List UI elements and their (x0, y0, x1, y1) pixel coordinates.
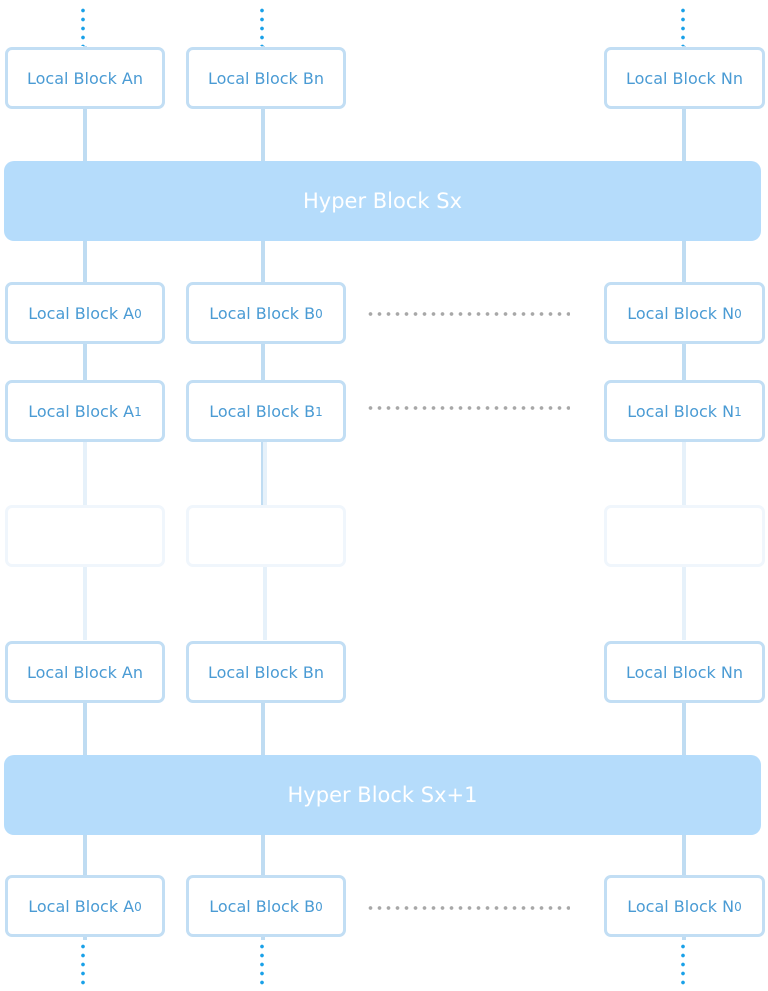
hyper-block-label: Hyper Block Sx+1 (287, 783, 478, 807)
hyper-block-label: Hyper Block Sx (302, 189, 462, 213)
block-subscript: 0 (315, 307, 323, 321)
block-label: Local Block N (627, 896, 735, 916)
block-label: Local Block N (627, 303, 735, 323)
block-subscript: 0 (315, 900, 323, 914)
block-subscript: 1 (315, 405, 323, 419)
block-label: Local Block N (625, 662, 733, 682)
row-continuation-dots (366, 312, 570, 316)
block-label: Local Block A (27, 662, 133, 682)
hyper-block-sx: Hyper Block Sx (4, 161, 761, 241)
block-label: Local Block A (27, 68, 133, 88)
hyper-block-sx-plus-1: Hyper Block Sx+1 (4, 755, 761, 835)
row-continuation-dots (366, 906, 570, 910)
chain-continuation-dots (260, 942, 264, 986)
block-subscript: n (132, 68, 143, 88)
block-label: Local Block B (209, 896, 316, 916)
block-label: Local Block B (207, 662, 314, 682)
block-label: Local Block A (28, 896, 135, 916)
block-label: Local Block A (28, 401, 135, 421)
block-label: Local Block B (209, 303, 316, 323)
block-subscript: n (313, 662, 325, 682)
connector-line-b (261, 46, 265, 506)
block-subscript: 1 (134, 405, 142, 419)
block-label: Local Block A (28, 303, 135, 323)
block-label: Local Block B (209, 401, 316, 421)
connector-line-a (83, 46, 87, 506)
chain-continuation-dots (81, 6, 85, 46)
block-subscript: 0 (134, 307, 142, 321)
block-label: Local Block B (207, 68, 314, 88)
chain-continuation-dots (681, 942, 685, 986)
placeholder-block-a (5, 505, 165, 567)
block-subscript: 0 (134, 900, 142, 914)
placeholder-block-n (604, 505, 765, 567)
block-subscript: n (732, 68, 744, 88)
block-subscript: 0 (734, 307, 742, 321)
block-subscript: n (132, 662, 143, 682)
block-subscript: 1 (734, 405, 742, 419)
row-continuation-dots (366, 406, 570, 410)
chain-continuation-dots (681, 6, 685, 46)
block-subscript: n (313, 68, 325, 88)
connector-line-n (682, 46, 686, 506)
block-subscript: 0 (734, 900, 742, 914)
block-label: Local Block N (627, 401, 735, 421)
block-subscript: n (732, 662, 744, 682)
placeholder-block-b (186, 505, 346, 567)
chain-continuation-dots (81, 942, 85, 986)
block-label: Local Block N (625, 68, 733, 88)
chain-continuation-dots (260, 6, 264, 46)
